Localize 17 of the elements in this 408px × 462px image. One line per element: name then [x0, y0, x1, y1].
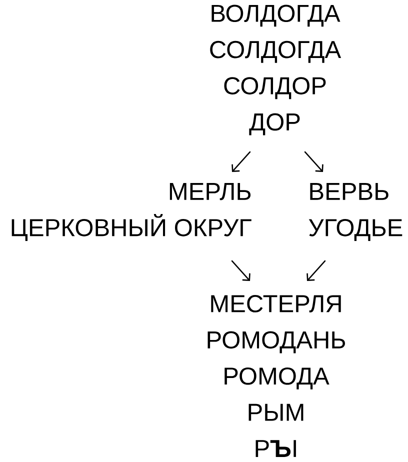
word-label: ДОР	[249, 113, 300, 136]
word-label: РОМОДА	[224, 367, 330, 390]
word-label: СОЛДОГДА	[210, 40, 342, 63]
word-label: РОМОДАНЬ	[208, 331, 345, 354]
word-label: РЪІ	[256, 440, 296, 457]
arrow	[232, 151, 251, 172]
word-label: МЕСТЕРЛЯ	[211, 295, 341, 312]
word-label: ВЕРВЬ	[310, 183, 388, 200]
arrow	[304, 151, 324, 172]
word-label: ВОЛДОГДА	[212, 4, 340, 27]
arrow	[231, 260, 250, 281]
word-label: МЕРЛЬ	[170, 183, 251, 200]
word-label: УГОДЬЕ	[308, 218, 402, 241]
word-label: РЫМ	[248, 404, 304, 421]
word-label: ЦЕРКОВНЫЙ ОКРУГ	[12, 214, 252, 241]
word-label: СОЛДОР	[224, 77, 326, 100]
arrow	[306, 260, 326, 281]
